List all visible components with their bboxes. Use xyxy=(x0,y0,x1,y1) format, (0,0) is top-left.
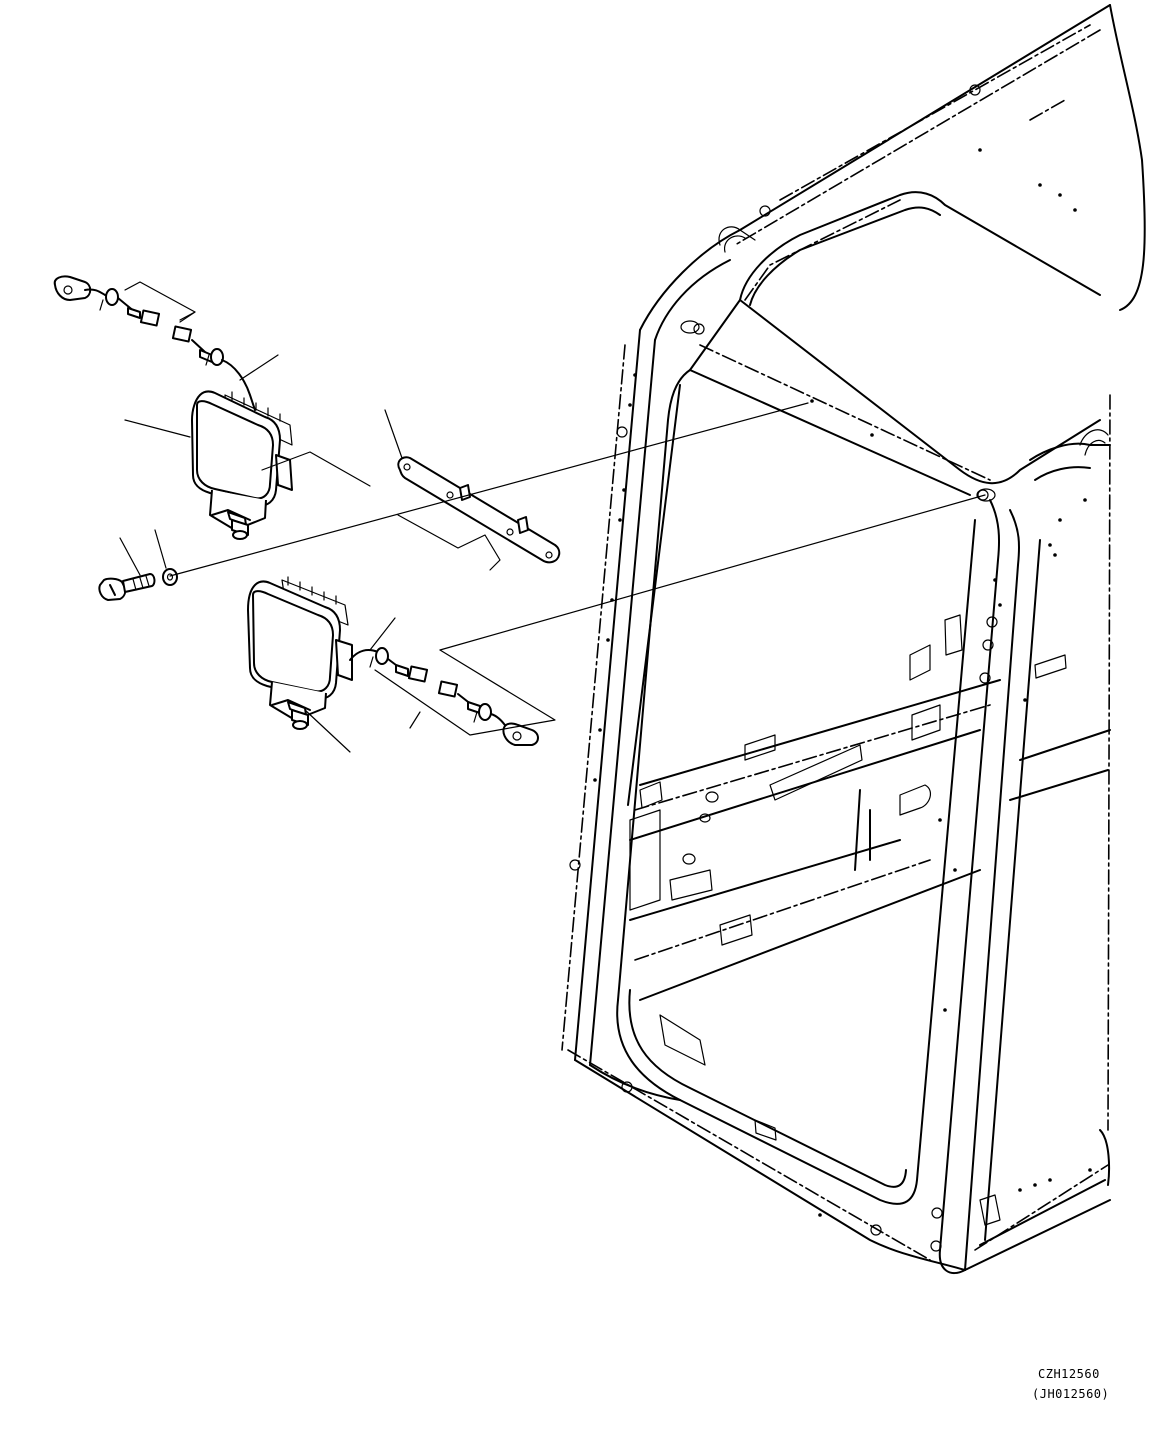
drawing-code-alt: (JH012560) xyxy=(1032,1387,1110,1401)
cab-frame xyxy=(561,4,1146,1275)
mounting-bracket xyxy=(397,456,561,564)
lower-lamp-harness xyxy=(349,647,539,746)
leader-lines xyxy=(119,281,986,753)
lower-work-lamp xyxy=(247,576,353,730)
drawing-code: CZH12560 xyxy=(1038,1367,1100,1381)
upper-work-lamp xyxy=(191,390,293,540)
bolt-and-washer xyxy=(98,568,178,601)
upper-lamp-harness xyxy=(53,275,256,411)
